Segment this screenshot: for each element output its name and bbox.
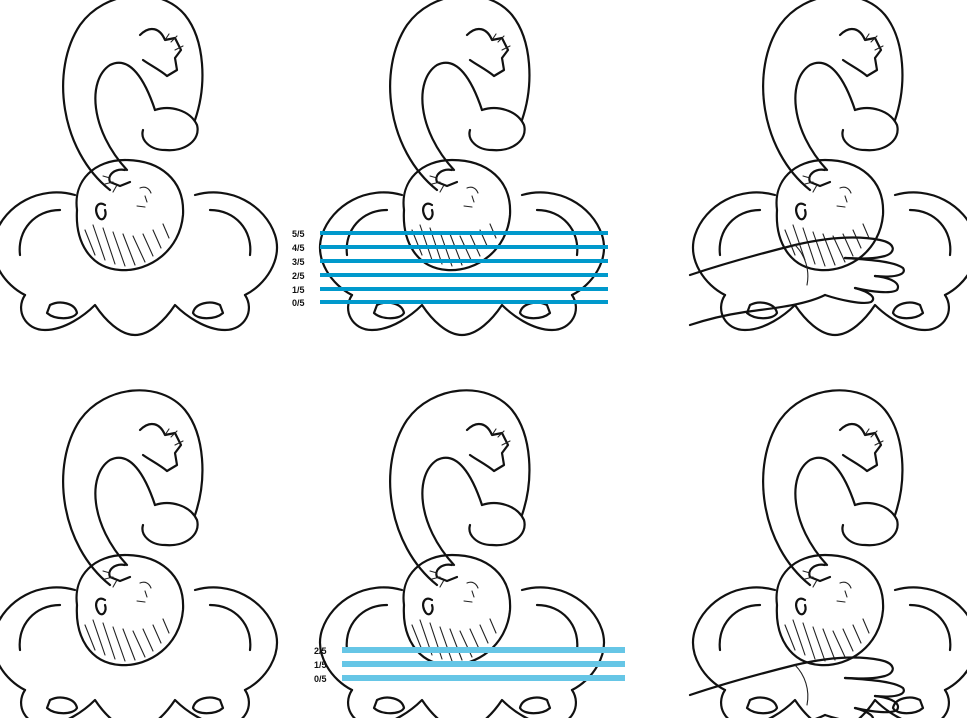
panel-fifths-palpable-scale <box>320 0 604 335</box>
fifths-label-2-5: 2/5 <box>292 271 305 281</box>
fifths-line-1-5 <box>320 287 608 291</box>
panel-fifths-palpable-scale-engaged <box>320 390 604 718</box>
fifths-line-3-5 <box>320 259 608 263</box>
fifths-line-0-5 <box>320 300 608 304</box>
fifths-label-1-5: 1/5 <box>292 285 305 295</box>
fifths-label-4-5: 4/5 <box>292 243 305 253</box>
fifths-label-1-5-bottom: 1/5 <box>314 660 327 670</box>
panel-abdominal-palpation-hand <box>690 0 967 335</box>
fifths-line-0-5-bottom <box>342 675 625 681</box>
fifths-line-1-5-bottom <box>342 661 625 667</box>
fifths-scale-bottom: 2/5 1/5 0/5 <box>314 646 625 684</box>
fifths-line-2-5-bottom <box>342 647 625 653</box>
fifths-line-2-5 <box>320 273 608 277</box>
panel-fetus-pelvis-unengaged <box>0 0 277 335</box>
panel-abdominal-palpation-hand-engaged <box>690 390 967 718</box>
fifths-label-0-5: 0/5 <box>292 298 305 308</box>
fifths-scale-top: 5/5 4/5 3/5 2/5 1/5 0/5 <box>292 229 608 308</box>
fifths-label-5-5: 5/5 <box>292 229 305 239</box>
panel-fetus-pelvis-engaged <box>0 390 277 718</box>
fifths-label-2-5-bottom: 2/5 <box>314 646 327 656</box>
fifths-line-5-5 <box>320 231 608 235</box>
fifths-line-4-5 <box>320 245 608 249</box>
fifths-label-0-5-bottom: 0/5 <box>314 674 327 684</box>
fifths-label-3-5: 3/5 <box>292 257 305 267</box>
